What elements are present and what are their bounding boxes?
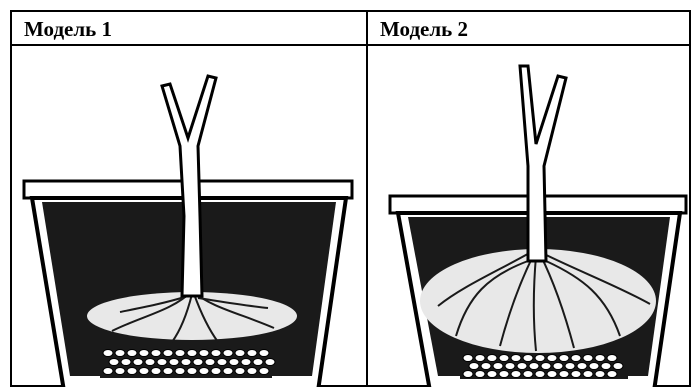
pebble (553, 363, 563, 370)
pebble (535, 355, 545, 362)
pebble (517, 363, 527, 370)
model-2-plant-illustration (368, 46, 691, 387)
pebble (247, 368, 257, 375)
pebble (577, 363, 587, 370)
pebble (223, 350, 233, 357)
pebble (535, 371, 545, 378)
drainage-layer (100, 346, 275, 378)
pebble (109, 359, 119, 366)
pebble (187, 350, 197, 357)
pebble (493, 363, 503, 370)
pebble (475, 371, 485, 378)
pebble (115, 368, 125, 375)
pebble (259, 350, 269, 357)
pebble (487, 371, 497, 378)
pebble (217, 359, 227, 366)
pebble (547, 371, 557, 378)
pebble (601, 363, 611, 370)
pebble (565, 363, 575, 370)
pebble (175, 350, 185, 357)
pebble (595, 371, 605, 378)
pebble (103, 368, 113, 375)
pebble (229, 359, 239, 366)
pebble (499, 355, 509, 362)
column-header-model-2: Модель 2 (368, 12, 691, 44)
pebble (463, 371, 473, 378)
model-2-cell (368, 46, 691, 387)
pebble (547, 355, 557, 362)
pebble (523, 371, 533, 378)
pebble (199, 350, 209, 357)
pebble (595, 355, 605, 362)
pebble (151, 368, 161, 375)
models-table: Модель 1 Модель 2 (10, 10, 691, 387)
model-1-plant-illustration (12, 46, 366, 387)
pebble (163, 350, 173, 357)
pebble (481, 363, 491, 370)
pebble (607, 355, 617, 362)
pebble (139, 350, 149, 357)
pebble (529, 363, 539, 370)
pebble (127, 368, 137, 375)
pebble (157, 359, 167, 366)
pebble (487, 355, 497, 362)
pebble (139, 368, 149, 375)
pebble (511, 355, 521, 362)
pebble (505, 363, 515, 370)
column-header-model-1: Модель 1 (12, 12, 366, 44)
pebble (169, 359, 179, 366)
pebble (175, 368, 185, 375)
pebble (265, 359, 275, 366)
pebble (181, 359, 191, 366)
root-zone (87, 292, 297, 340)
model-1-cell (12, 46, 366, 387)
pebble (559, 371, 569, 378)
pebble (571, 355, 581, 362)
pebble (475, 355, 485, 362)
pebble (205, 359, 215, 366)
pebble (127, 350, 137, 357)
pebble (235, 350, 245, 357)
pebble (541, 363, 551, 370)
pebble (523, 355, 533, 362)
pebble (253, 359, 263, 366)
pebble (115, 350, 125, 357)
pebble (145, 359, 155, 366)
drainage-layer (460, 351, 628, 379)
pebble (607, 371, 617, 378)
pebble (121, 359, 131, 366)
pebble (613, 363, 623, 370)
pebble (187, 368, 197, 375)
pebble (241, 359, 251, 366)
pebble (103, 350, 113, 357)
pebble (511, 371, 521, 378)
pebble (583, 371, 593, 378)
pebble (133, 359, 143, 366)
pebble (235, 368, 245, 375)
pebble (223, 368, 233, 375)
pebble (559, 355, 569, 362)
pebble (463, 355, 473, 362)
pebble (571, 371, 581, 378)
pebble (163, 368, 173, 375)
pebble (199, 368, 209, 375)
pebble (499, 371, 509, 378)
pebble (259, 368, 269, 375)
pebble (469, 363, 479, 370)
pebble (151, 350, 161, 357)
pebble (193, 359, 203, 366)
root-zone (420, 249, 656, 353)
pebble (211, 350, 221, 357)
pebble (211, 368, 221, 375)
pebble (589, 363, 599, 370)
pebble (247, 350, 257, 357)
pebble (583, 355, 593, 362)
